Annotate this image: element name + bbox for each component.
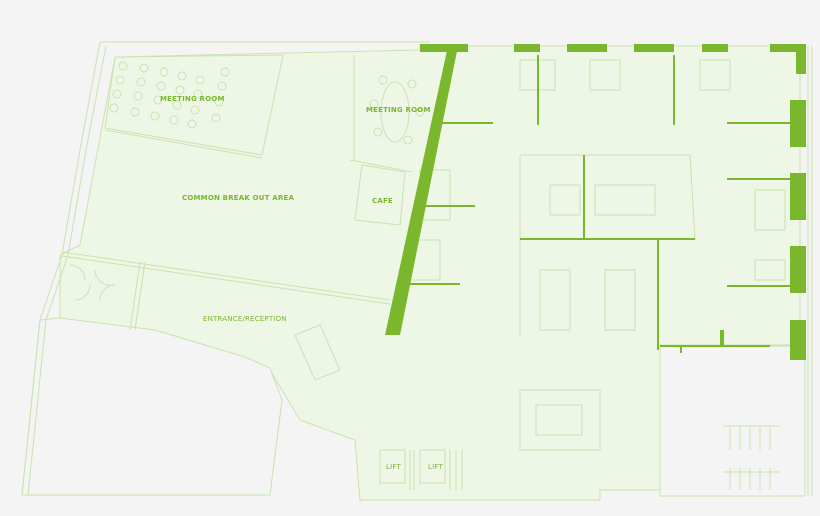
cafe-outline (354, 164, 406, 226)
room-label-common-break-out-area: COMMON BREAK OUT AREA (182, 194, 295, 202)
room-label-lift-1: LIFT (386, 463, 401, 471)
tenant-walls (385, 44, 806, 360)
staircase (723, 425, 780, 490)
room-label-cafe: CAFE (372, 197, 393, 205)
stair-core (659, 345, 806, 497)
room-label-entrance-reception: ENTRANCE/RECEPTION (203, 315, 287, 323)
room-label-meeting-room-large: MEETING ROOM (160, 95, 225, 103)
lift-1-shaft (379, 449, 406, 484)
lift-2-shaft (419, 449, 446, 484)
reception-desk (294, 324, 341, 381)
meeting-room-large-outline (104, 54, 284, 156)
meeting-table (380, 81, 410, 143)
room-label-lift-2: LIFT (428, 463, 443, 471)
atrium-void (519, 389, 601, 451)
room-label-meeting-room-small: MEETING ROOM (366, 106, 431, 114)
chairs-large-meeting (109, 61, 230, 129)
